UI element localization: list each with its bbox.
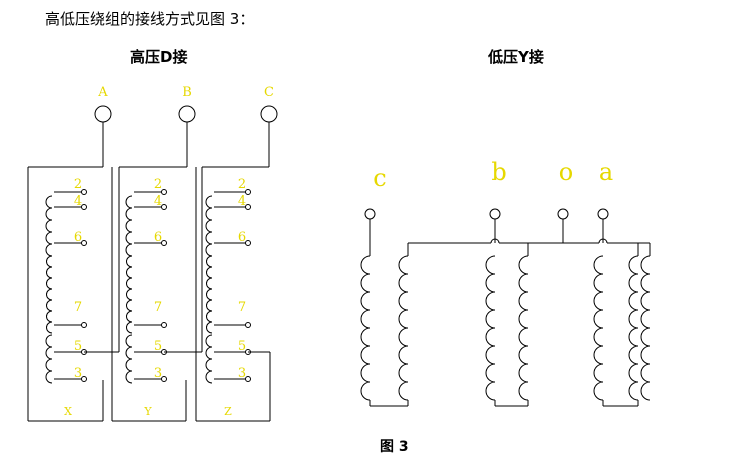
hv-end-label-Z: Z bbox=[224, 405, 232, 418]
tap-point bbox=[161, 189, 167, 195]
tap-label-7: 7 bbox=[74, 300, 82, 315]
tap-point bbox=[161, 240, 167, 246]
tap-label-4: 4 bbox=[74, 194, 82, 209]
lv-coil-left bbox=[593, 255, 604, 401]
heading-text: 高低压绕组的接线方式见图 3： bbox=[45, 10, 255, 28]
lv-coil-left bbox=[360, 255, 371, 401]
hv-coil-lower bbox=[125, 334, 133, 384]
tap-label-3: 3 bbox=[238, 366, 246, 381]
tap-point bbox=[245, 204, 251, 210]
tap-label-6: 6 bbox=[154, 230, 162, 245]
tap-point bbox=[245, 376, 251, 382]
tap-label-7: 7 bbox=[154, 300, 162, 315]
tap-label-4: 4 bbox=[154, 194, 162, 209]
tap-label-7: 7 bbox=[238, 300, 246, 315]
hv-terminal-label-A: A bbox=[97, 85, 108, 100]
lv-coil-right bbox=[518, 255, 529, 401]
tap-label-3: 3 bbox=[154, 366, 162, 381]
lv-terminal-b bbox=[489, 208, 501, 220]
lv-terminal-c bbox=[364, 208, 376, 220]
lv-coil-right bbox=[628, 255, 639, 401]
tap-point bbox=[81, 240, 87, 246]
tap-label-6: 6 bbox=[238, 230, 246, 245]
tap-point bbox=[81, 189, 87, 195]
tap-label-5: 5 bbox=[74, 339, 82, 354]
lv-coil-right bbox=[398, 255, 409, 401]
tap-point bbox=[161, 376, 167, 382]
hv-terminal-label-B: B bbox=[182, 85, 192, 100]
hv-terminal-A bbox=[94, 105, 112, 123]
tap-point bbox=[161, 204, 167, 210]
hv-end-label-Y: Y bbox=[143, 405, 152, 418]
lv-coil-right bbox=[640, 255, 651, 401]
tap-label-5: 5 bbox=[154, 339, 162, 354]
hv-coil-middle bbox=[46, 255, 53, 334]
tap-label-5: 5 bbox=[238, 339, 246, 354]
lv-terminal-label-a: a bbox=[599, 158, 613, 186]
hv-coil-upper bbox=[45, 195, 53, 257]
hv-end-label-X: X bbox=[64, 405, 72, 418]
hv-windings: A 2 4 6 7 5 3X B 2 4 6 7 5 3Y C 2 4 6 7 5 3Z bbox=[27, 85, 278, 422]
tap-point bbox=[245, 322, 251, 328]
lv-terminal-label-b: b bbox=[491, 158, 506, 186]
tap-point bbox=[81, 204, 87, 210]
hv-terminal-label-C: C bbox=[264, 85, 274, 100]
lv-winding-title: 低压Y接 bbox=[488, 48, 544, 66]
hv-coil-upper bbox=[125, 195, 133, 257]
hv-coil-lower bbox=[205, 334, 213, 384]
crossover bbox=[490, 238, 500, 244]
lv-terminal-label-c: c bbox=[373, 164, 386, 192]
hv-coil-middle bbox=[126, 255, 133, 334]
figure-caption: 图 3 bbox=[380, 439, 409, 455]
hv-coil-upper bbox=[205, 195, 213, 257]
tap-point bbox=[245, 189, 251, 195]
hv-winding-title: 高压D接 bbox=[130, 48, 188, 66]
tap-point bbox=[245, 240, 251, 246]
hv-terminal-C bbox=[260, 105, 278, 123]
lv-terminal-a bbox=[597, 208, 609, 220]
tap-label-2: 2 bbox=[154, 177, 162, 192]
hv-terminal-B bbox=[178, 105, 196, 123]
hv-coil-lower bbox=[45, 334, 53, 384]
lv-terminal-label-o: o bbox=[559, 158, 573, 186]
tap-label-2: 2 bbox=[74, 177, 82, 192]
tap-point bbox=[81, 322, 87, 328]
tap-point bbox=[161, 322, 167, 328]
crossover bbox=[598, 238, 608, 244]
hv-coil-middle bbox=[206, 255, 213, 334]
lv-coil-left bbox=[485, 255, 496, 401]
tap-label-3: 3 bbox=[74, 366, 82, 381]
lv-terminal-o bbox=[557, 208, 569, 220]
tap-point bbox=[81, 376, 87, 382]
tap-label-2: 2 bbox=[238, 177, 246, 192]
tap-label-4: 4 bbox=[238, 194, 246, 209]
tap-label-6: 6 bbox=[74, 230, 82, 245]
